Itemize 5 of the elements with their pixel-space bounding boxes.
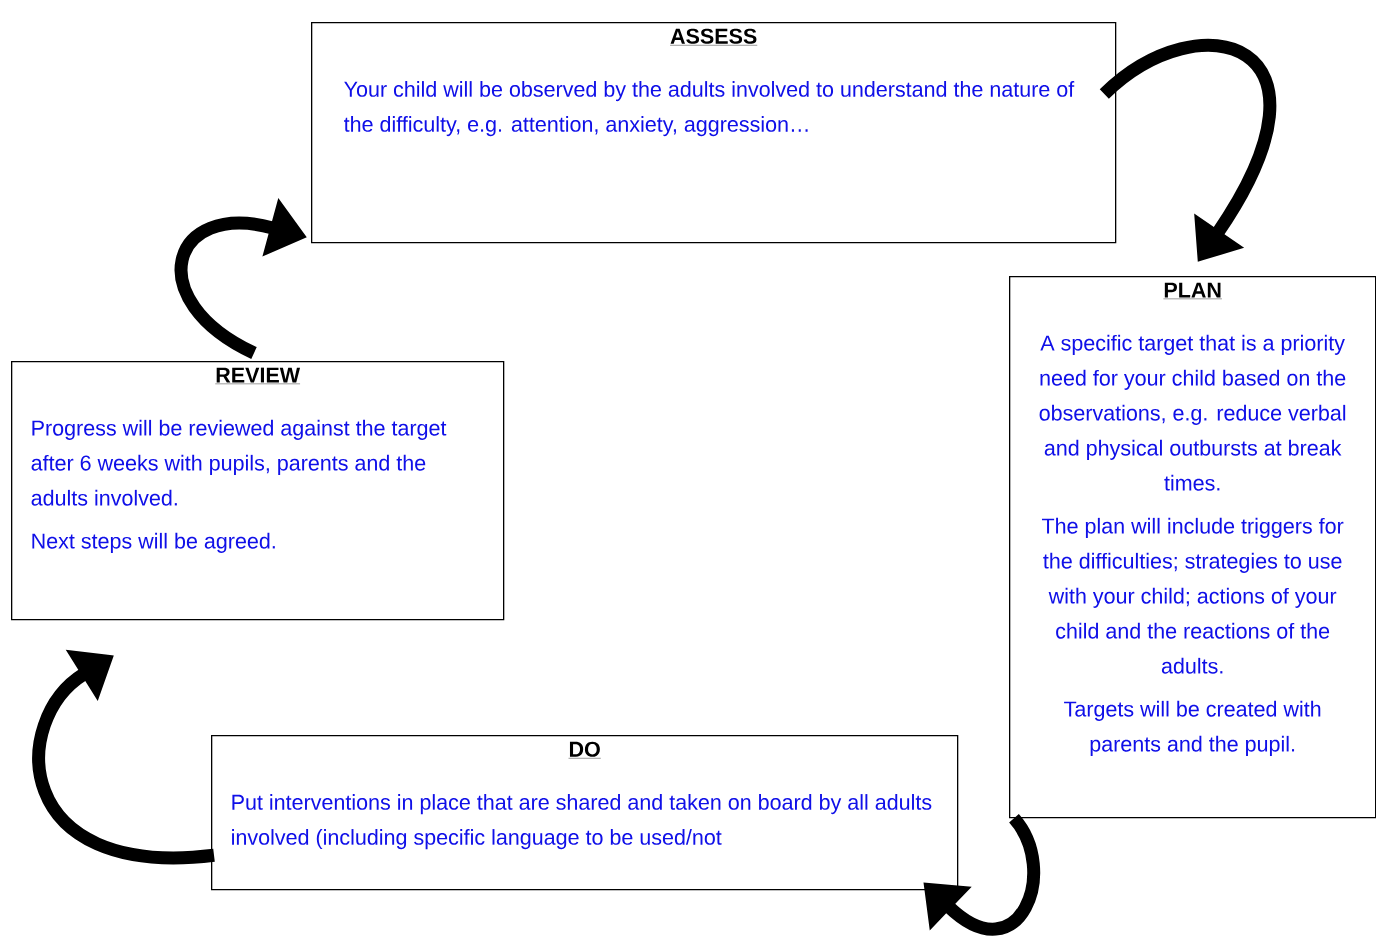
review-box: REVIEW Progress will be reviewed against the target after 6 weeks with pupils, parents and the adults involved. Next steps will be agreed. xyxy=(11,361,505,621)
plan-box: PLAN A specific target that is a priority need for your child based on the observations, e.g. reduce verbal and physical outbursts at break times. The plan will include triggers for the difficulties; strategies to use with your child; actions of your child and the reactions of the adults. Targets will be created with parents and the pupil. xyxy=(1009,276,1376,819)
do-box: DO Put interventions in place that are shared and taken on board by all adults involved (including specific language to be used/not xyxy=(211,735,959,891)
curved-arrow xyxy=(32,649,215,865)
assess-box: ASSESS Your child will be observed by the adults involved to understand the nature of the difficulty, e.g. attention, anxiety, aggression… xyxy=(311,22,1117,244)
